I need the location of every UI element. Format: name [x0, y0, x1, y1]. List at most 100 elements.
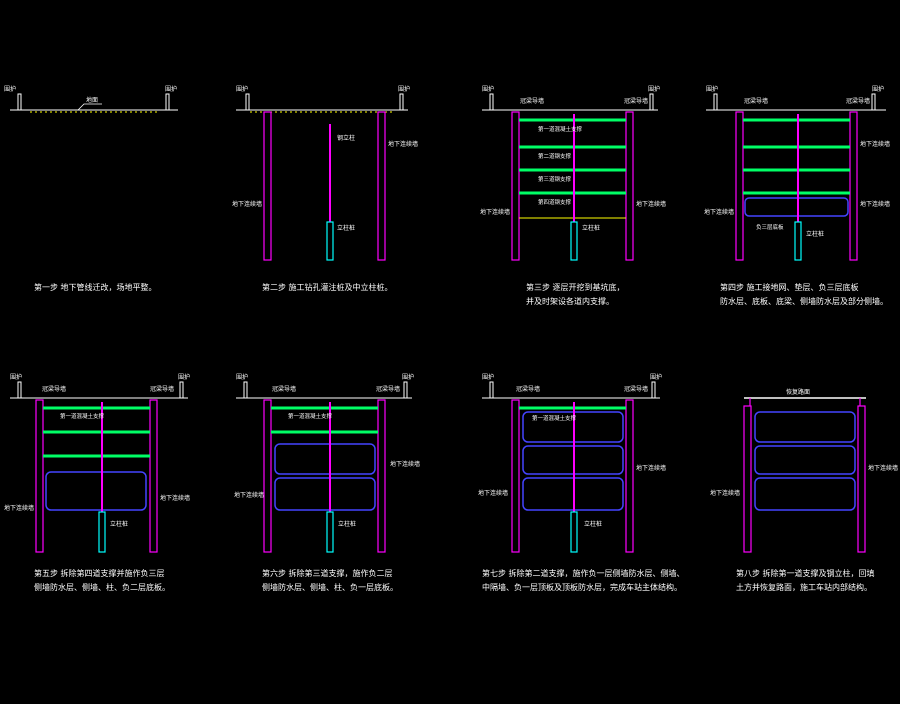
fence-label-right: 围护 — [165, 85, 177, 93]
caption-step-7-line-1: 第七步 拆除第二道支撑，施作负一层侧墙防水层、侧墙、 — [482, 569, 685, 578]
fence-left — [245, 93, 250, 111]
fence-label-left: 围护 — [706, 85, 718, 93]
guide-wall-label: 冠梁导墙 — [272, 385, 296, 393]
strut-1-label: 第一道混凝土支撑 — [532, 414, 577, 422]
guide-wall-label: 冠梁导墙 — [516, 385, 540, 393]
structure-b1 — [754, 411, 856, 443]
wall-label-left: 地下连续墙 — [232, 200, 262, 208]
wall-label-left: 地下连续墙 — [710, 489, 740, 497]
diaphragm-wall-right — [857, 405, 866, 553]
step-7-panel: 围护 围护 冠梁导墙 冠梁导墙 第一道混凝土支撑 立柱桩 地下连续墙 地下连续墙 — [478, 373, 666, 553]
step-6-panel: 围护 围护 冠梁导墙 冠梁导墙 第一道混凝土支撑 立柱桩 地下连续墙 地下连续墙 — [234, 373, 420, 553]
fence-label-right: 围护 — [398, 85, 410, 93]
fence-label-left: 围护 — [10, 373, 22, 381]
diaphragm-wall-left — [511, 399, 520, 553]
structure-b3 — [274, 477, 376, 511]
diaphragm-wall-right — [625, 399, 634, 553]
wall-label-left: 地下连续墙 — [4, 504, 34, 512]
diaphragm-wall-right — [377, 111, 386, 261]
wall-label-right: 地下连续墙 — [388, 140, 418, 148]
diaphragm-wall-left — [511, 111, 520, 261]
caption-step-5-line-1: 第五步 拆除第四道支撑并施作负三层 — [34, 569, 165, 578]
caption-step-3-line-2: 并及时架设各道内支撑。 — [526, 297, 614, 306]
fence-label-right: 围护 — [402, 373, 414, 381]
slab-label: 负三层底板 — [756, 223, 784, 231]
diaphragm-wall-right — [377, 399, 386, 553]
fence-right — [179, 381, 184, 399]
guide-wall-label-right: 冠梁导墙 — [376, 385, 400, 393]
strut-4-label: 第四道钢支撑 — [538, 198, 572, 206]
fence-left — [17, 93, 22, 111]
fence-right — [403, 381, 408, 399]
wall-label-left: 地下连续墙 — [704, 208, 734, 216]
structure-b2 — [754, 445, 856, 475]
step-8-panel: 恢复路面 地下连续墙 地下连续墙 — [710, 388, 898, 553]
fence-left — [489, 93, 494, 111]
caption-step-7: 第七步 拆除第二道支撑，施作负一层侧墙防水层、侧墙、 中隔墙、负一层顶板及顶板防… — [482, 567, 685, 595]
step-5-panel: 围护 围护 冠梁导墙 冠梁导墙 第一道混凝土支撑 立柱桩 地下连续墙 地下连续墙 — [4, 373, 190, 553]
strut-3-label: 第三道钢支撑 — [538, 175, 572, 183]
pile — [570, 221, 578, 261]
fence-label-right: 围护 — [178, 373, 190, 381]
fence-label-left: 围护 — [236, 373, 248, 381]
diaphragm-wall-left — [263, 111, 272, 261]
wall-label-right: 地下连续墙 — [636, 464, 666, 472]
wall-label-right: 地下连续墙 — [160, 494, 190, 502]
pile-label: 立柱桩 — [806, 230, 824, 238]
strut-2-label: 第二道钢支撑 — [538, 152, 572, 160]
fence-left — [489, 381, 494, 399]
step-2-panel: 围护 围护 钢立柱 立柱桩 地下连续墙 地下连续墙 — [232, 85, 418, 261]
caption-step-8-line-2: 土方并恢复路面，施工车站内部结构。 — [736, 583, 872, 592]
pile — [794, 221, 802, 261]
step-1-panel: 围护 围护 地面 — [4, 85, 178, 113]
diaphragm-wall-right — [849, 111, 858, 261]
diaphragm-wall-left — [35, 399, 44, 553]
strut-1-label: 第一道混凝土支撑 — [538, 125, 583, 133]
guide-wall-label-right: 冠梁导墙 — [846, 97, 870, 105]
caption-step-5: 第五步 拆除第四道支撑并施作负三层 侧墙防水层、侧墙、柱、负二层底板。 — [34, 567, 170, 595]
strut-1-label: 第一道混凝土支撑 — [60, 412, 105, 420]
diaphragm-wall-right — [625, 111, 634, 261]
base-slab — [744, 197, 849, 217]
steel-column-label: 钢立柱 — [337, 134, 355, 142]
step-4-panel: 围护 围护 冠梁导墙 冠梁导墙 负三层底板 立柱桩 地下连续墙 地下连续墙 地下… — [704, 85, 890, 261]
wall-label-right: 地下连续墙 — [868, 464, 898, 472]
caption-step-3-line-1: 第三步 逐层开挖到基坑底， — [526, 283, 625, 292]
structure-b3 — [45, 471, 147, 511]
fence-label-left: 围护 — [236, 85, 248, 93]
caption-step-2-line-1: 第二步 施工钻孔灌注桩及中立柱桩。 — [262, 283, 393, 292]
caption-step-7-line-2: 中隔墙、负一层顶板及顶板防水层，完成车站主体结构。 — [482, 583, 682, 592]
caption-step-4-line-1: 第四步 施工接地网、垫层、负三层底板 — [720, 283, 859, 292]
wall-label-right: 地下连续墙 — [636, 200, 666, 208]
strut-1-label: 第一道混凝土支撑 — [288, 412, 333, 420]
caption-step-6-line-1: 第六步 拆除第三道支撑，施作负二层 — [262, 569, 393, 578]
fence-label-left: 围护 — [482, 85, 494, 93]
guide-wall-label: 冠梁导墙 — [42, 385, 66, 393]
caption-step-1-line-1: 第一步 地下管线迁改，场地平整。 — [34, 283, 157, 292]
caption-step-8: 第八步 拆除第一道支撑及钢立柱，回填 土方并恢复路面，施工车站内部结构。 — [736, 567, 875, 595]
ground-label: 地面 — [86, 96, 98, 104]
fence-right — [651, 381, 656, 399]
diaphragm-wall-left — [735, 111, 744, 261]
fence-right — [165, 93, 170, 111]
fence-label-left: 围护 — [482, 373, 494, 381]
guide-wall-label-right: 冠梁导墙 — [150, 385, 174, 393]
pile — [326, 221, 334, 261]
fence-left — [713, 93, 718, 111]
fence-label-right: 围护 — [650, 373, 662, 381]
fence-right — [871, 93, 876, 111]
caption-step-4-line-2: 防水层、底板、底梁、侧墙防水层及部分侧墙。 — [720, 297, 888, 306]
diaphragm-wall-left — [743, 405, 752, 553]
fence-label-left: 围护 — [4, 85, 16, 93]
wall-label-right: 地下连续墙 — [390, 460, 420, 468]
guide-wall-label: 冠梁导墙 — [520, 97, 544, 105]
pile — [570, 511, 578, 553]
wall-label-left: 地下连续墙 — [478, 489, 508, 497]
fence-right — [649, 93, 654, 111]
diaphragm-wall-left — [263, 399, 272, 553]
pile-label: 立柱桩 — [584, 520, 602, 528]
caption-step-6: 第六步 拆除第三道支撑，施作负二层 侧墙防水层、侧墙、柱、负一层底板。 — [262, 567, 398, 595]
pile — [326, 511, 334, 553]
pile-label: 立柱桩 — [338, 520, 356, 528]
